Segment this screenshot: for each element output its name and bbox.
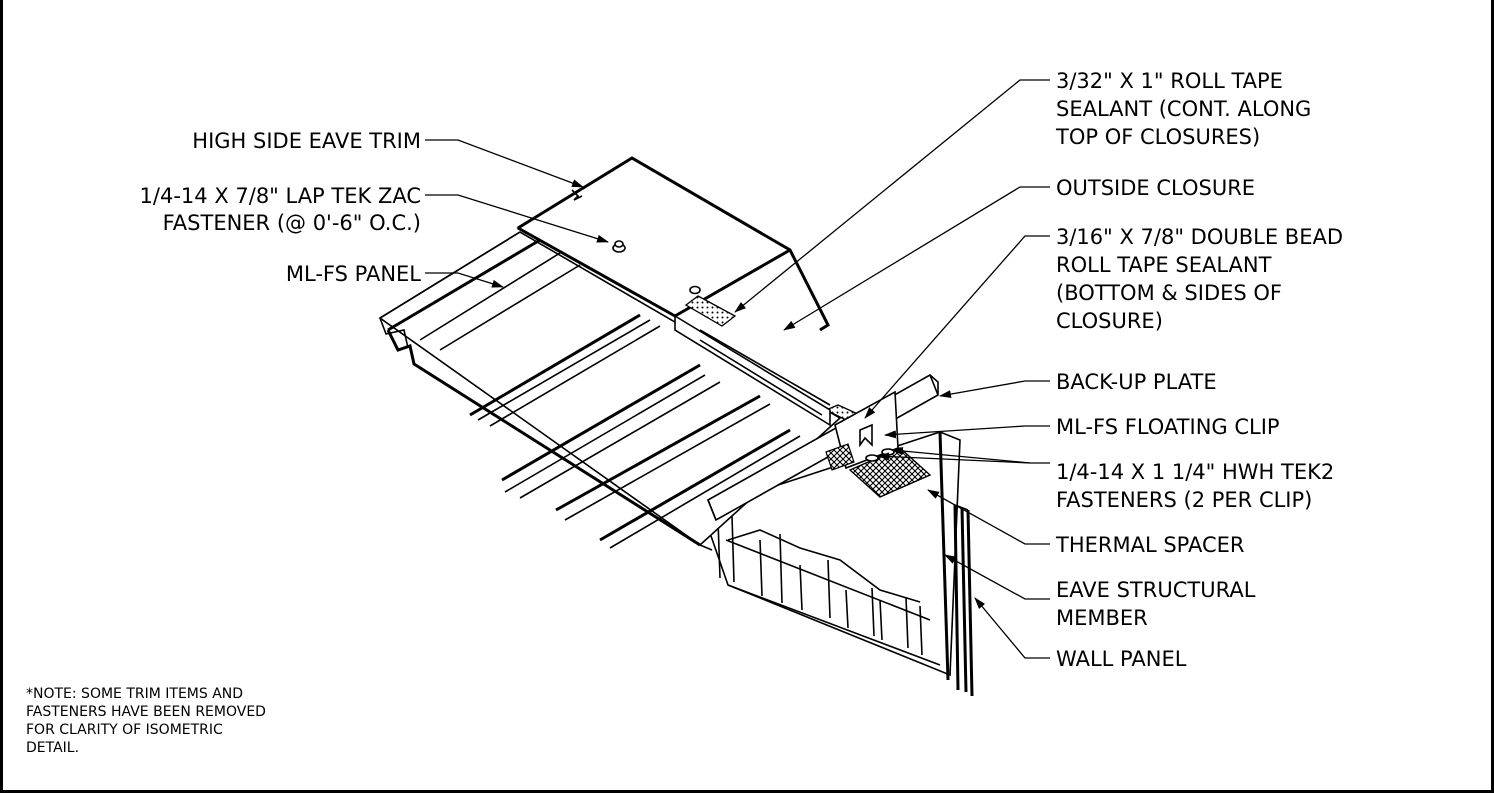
label-roll-tape-line1: 3/32" X 1" ROLL TAPE: [1056, 69, 1283, 93]
label-outside-closure: OUTSIDE CLOSURE: [1056, 176, 1255, 200]
label-lap-tek-line1: 1/4-14 X 7/8" LAP TEK ZAC: [140, 184, 421, 208]
eave-structural-member: [700, 431, 961, 681]
label-eave-member-line2: MEMBER: [1056, 606, 1148, 630]
label-double-bead-line2: ROLL TAPE SEALANT: [1056, 253, 1272, 277]
note-line2: FASTENERS HAVE BEEN REMOVED: [26, 704, 266, 720]
label-wall-panel: WALL PANEL: [1056, 647, 1187, 671]
label-double-bead-line4: CLOSURE): [1056, 309, 1163, 333]
label-high-side-eave-trim: HIGH SIDE EAVE TRIM: [192, 129, 421, 153]
label-floating-clip: ML-FS FLOATING CLIP: [1056, 415, 1280, 439]
thermal-spacer: [825, 443, 932, 498]
label-back-up-plate: BACK-UP PLATE: [1056, 370, 1217, 394]
label-roll-tape-line2: SEALANT (CONT. ALONG: [1056, 97, 1311, 121]
label-roll-tape-line3: TOP OF CLOSURES): [1055, 125, 1260, 149]
label-hwh-line2: FASTENERS (2 PER CLIP): [1056, 488, 1312, 512]
note-line1: *NOTE: SOME TRIM ITEMS AND: [26, 686, 243, 702]
label-hwh-line1: 1/4-14 X 1 1/4" HWH TEK2: [1056, 460, 1334, 484]
label-double-bead-line1: 3/16" X 7/8" DOUBLE BEAD: [1056, 225, 1343, 249]
note-line3: FOR CLARITY OF ISOMETRIC: [26, 722, 223, 738]
outside-closure: [674, 314, 831, 427]
note-line4: DETAIL.: [26, 740, 79, 756]
wall-panel: [953, 504, 974, 697]
lap-tek-fastener: [612, 240, 701, 295]
label-ml-fs-panel: ML-FS PANEL: [286, 262, 421, 286]
ml-fs-panel: [378, 231, 842, 551]
label-double-bead-line3: (BOTTOM & SIDES OF: [1056, 281, 1282, 305]
label-thermal-spacer: THERMAL SPACER: [1055, 533, 1245, 557]
leader-lines: [425, 79, 1050, 659]
label-eave-member-line1: EAVE STRUCTURAL: [1056, 578, 1256, 602]
label-lap-tek-line2: FASTENER (@ 0'-6" O.C.): [163, 211, 421, 235]
